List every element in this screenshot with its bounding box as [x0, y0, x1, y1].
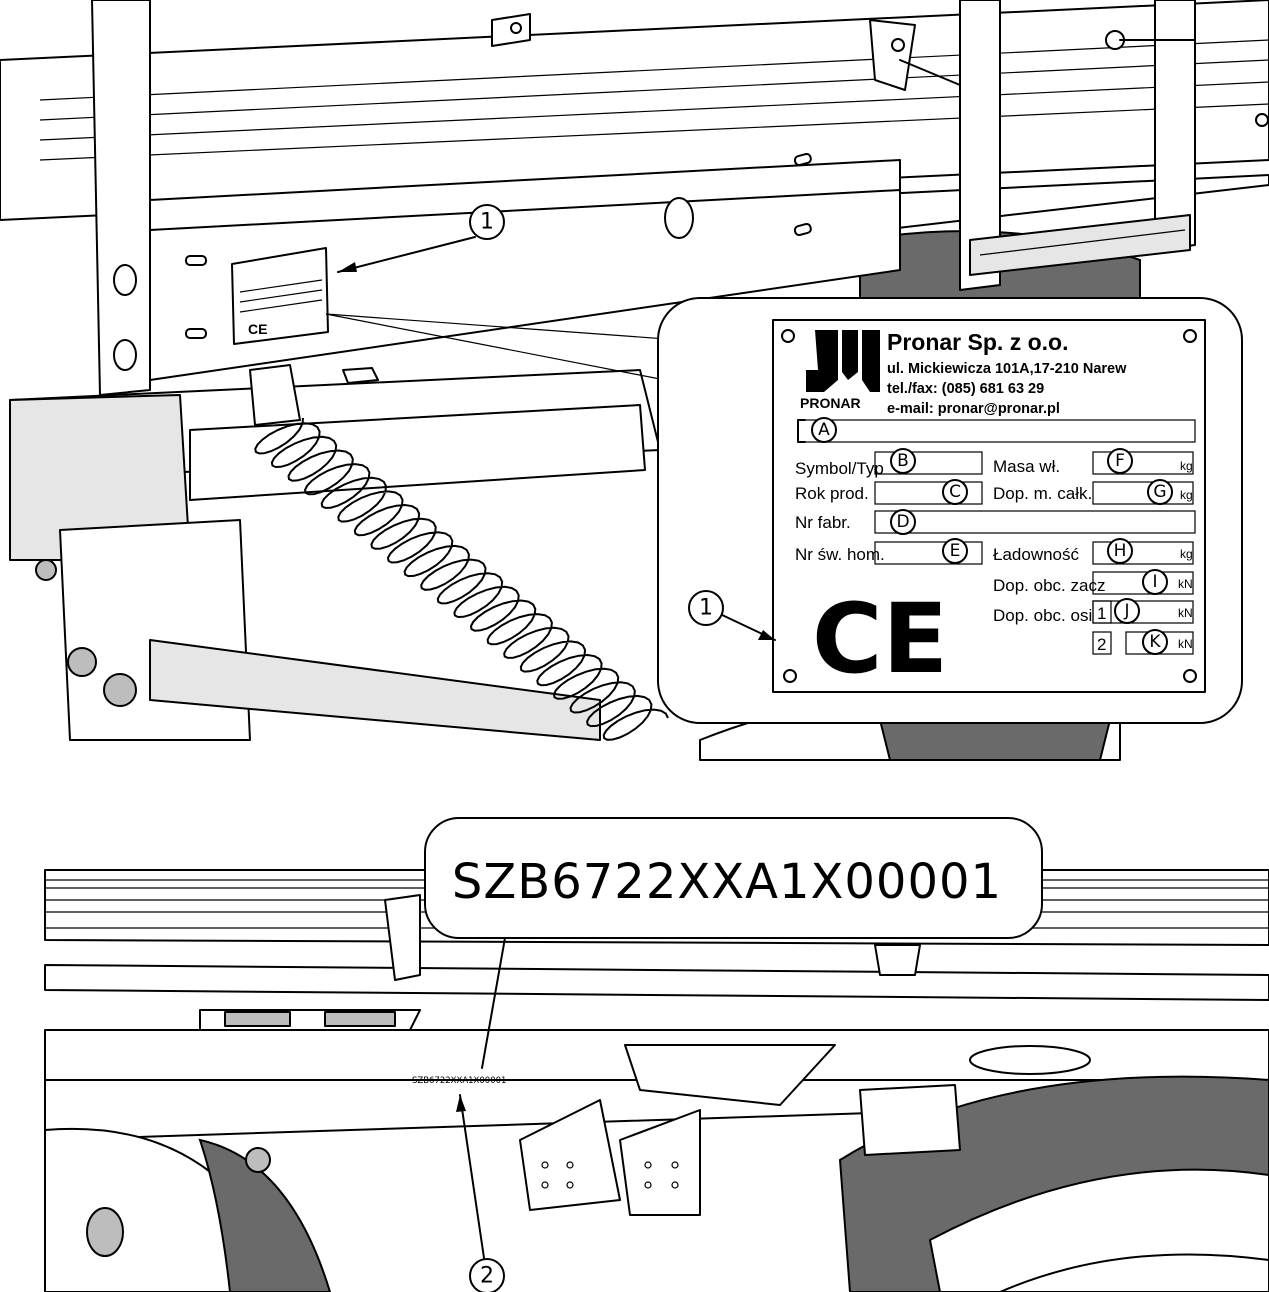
callout-1-top: 1: [337, 204, 505, 273]
plate-inset: PRONAR Pronar Sp. z o.o. ul. Mickiewicza…: [657, 297, 1243, 724]
zoom-line-b: [325, 313, 681, 341]
field-a: A: [818, 420, 830, 440]
label-axle-load: Dop. obc. osi: [993, 606, 1092, 625]
hangers: [519, 1044, 1091, 1216]
field-d: D: [896, 512, 909, 532]
label-homologation: Nr św. hom.: [795, 545, 885, 564]
label-load-capacity: Ładowność: [993, 545, 1080, 564]
company-address: ul. Mickiewicza 101A,17-210 Narew: [887, 361, 1127, 377]
field-e: E: [950, 541, 961, 561]
field-c: C: [949, 482, 961, 502]
cargo-box: [0, 0, 1269, 381]
vin-callout: SZB6722XXA1X00001: [424, 817, 1043, 1069]
unit-k: kN: [1178, 637, 1193, 651]
zoom-line-a: [325, 313, 666, 381]
svg-text:CE: CE: [248, 321, 267, 337]
label-own-mass: Masa wł.: [993, 457, 1060, 476]
callout-1-top-label: 1: [480, 210, 494, 235]
vin-callout-text: SZB6722XXA1X00001: [452, 854, 1002, 910]
callout-2-label: 2: [480, 1264, 494, 1289]
vin-stamp: SZB6722XXA1X00001: [412, 1076, 506, 1086]
label-hitch-load: Dop. obc. zacz: [993, 576, 1105, 595]
company-name: Pronar Sp. z o.o.: [887, 329, 1068, 355]
callout-1-inset-label: 1: [699, 596, 713, 621]
nameplate-small: CE: [231, 247, 329, 345]
callout-2: 2: [456, 1094, 505, 1292]
company-email: e-mail: pronar@pronar.pl: [887, 401, 1060, 417]
axle-1-label: 1: [1097, 604, 1106, 623]
top-figure: CE 1: [0, 0, 1269, 761]
field-f: F: [1115, 451, 1125, 471]
field-g: G: [1153, 482, 1166, 502]
field-i: I: [1152, 572, 1157, 592]
unit-i: kN: [1178, 577, 1193, 591]
label-symbol: Symbol/Typ: [795, 459, 884, 478]
left-stake: [91, 0, 151, 396]
unit-f: kg: [1180, 459, 1193, 473]
right-stake: [869, 0, 1269, 291]
coil-spring: [254, 417, 669, 741]
unit-g: kg: [1180, 488, 1193, 502]
company-phone: tel./fax: (085) 681 63 29: [887, 381, 1044, 397]
field-k: K: [1149, 632, 1161, 652]
chassis: CE: [9, 247, 661, 741]
label-serial: Nr fabr.: [795, 513, 851, 532]
field-b: B: [897, 451, 909, 471]
unit-j: kN: [1178, 606, 1193, 620]
bottom-figure: SZB6722XXA1X00001 SZB6722XXA1X00001 2: [44, 817, 1269, 1292]
logo-text: PRONAR: [800, 395, 861, 411]
field-j: J: [1123, 601, 1129, 621]
field-h: H: [1114, 541, 1127, 561]
label-total-mass: Dop. m. całk.: [993, 484, 1092, 503]
pronar-logo: PRONAR: [800, 330, 880, 411]
unit-h: kg: [1180, 547, 1193, 561]
label-year: Rok prod.: [795, 484, 869, 503]
axle-2-label: 2: [1097, 635, 1106, 654]
ce-mark: CE: [812, 583, 948, 695]
